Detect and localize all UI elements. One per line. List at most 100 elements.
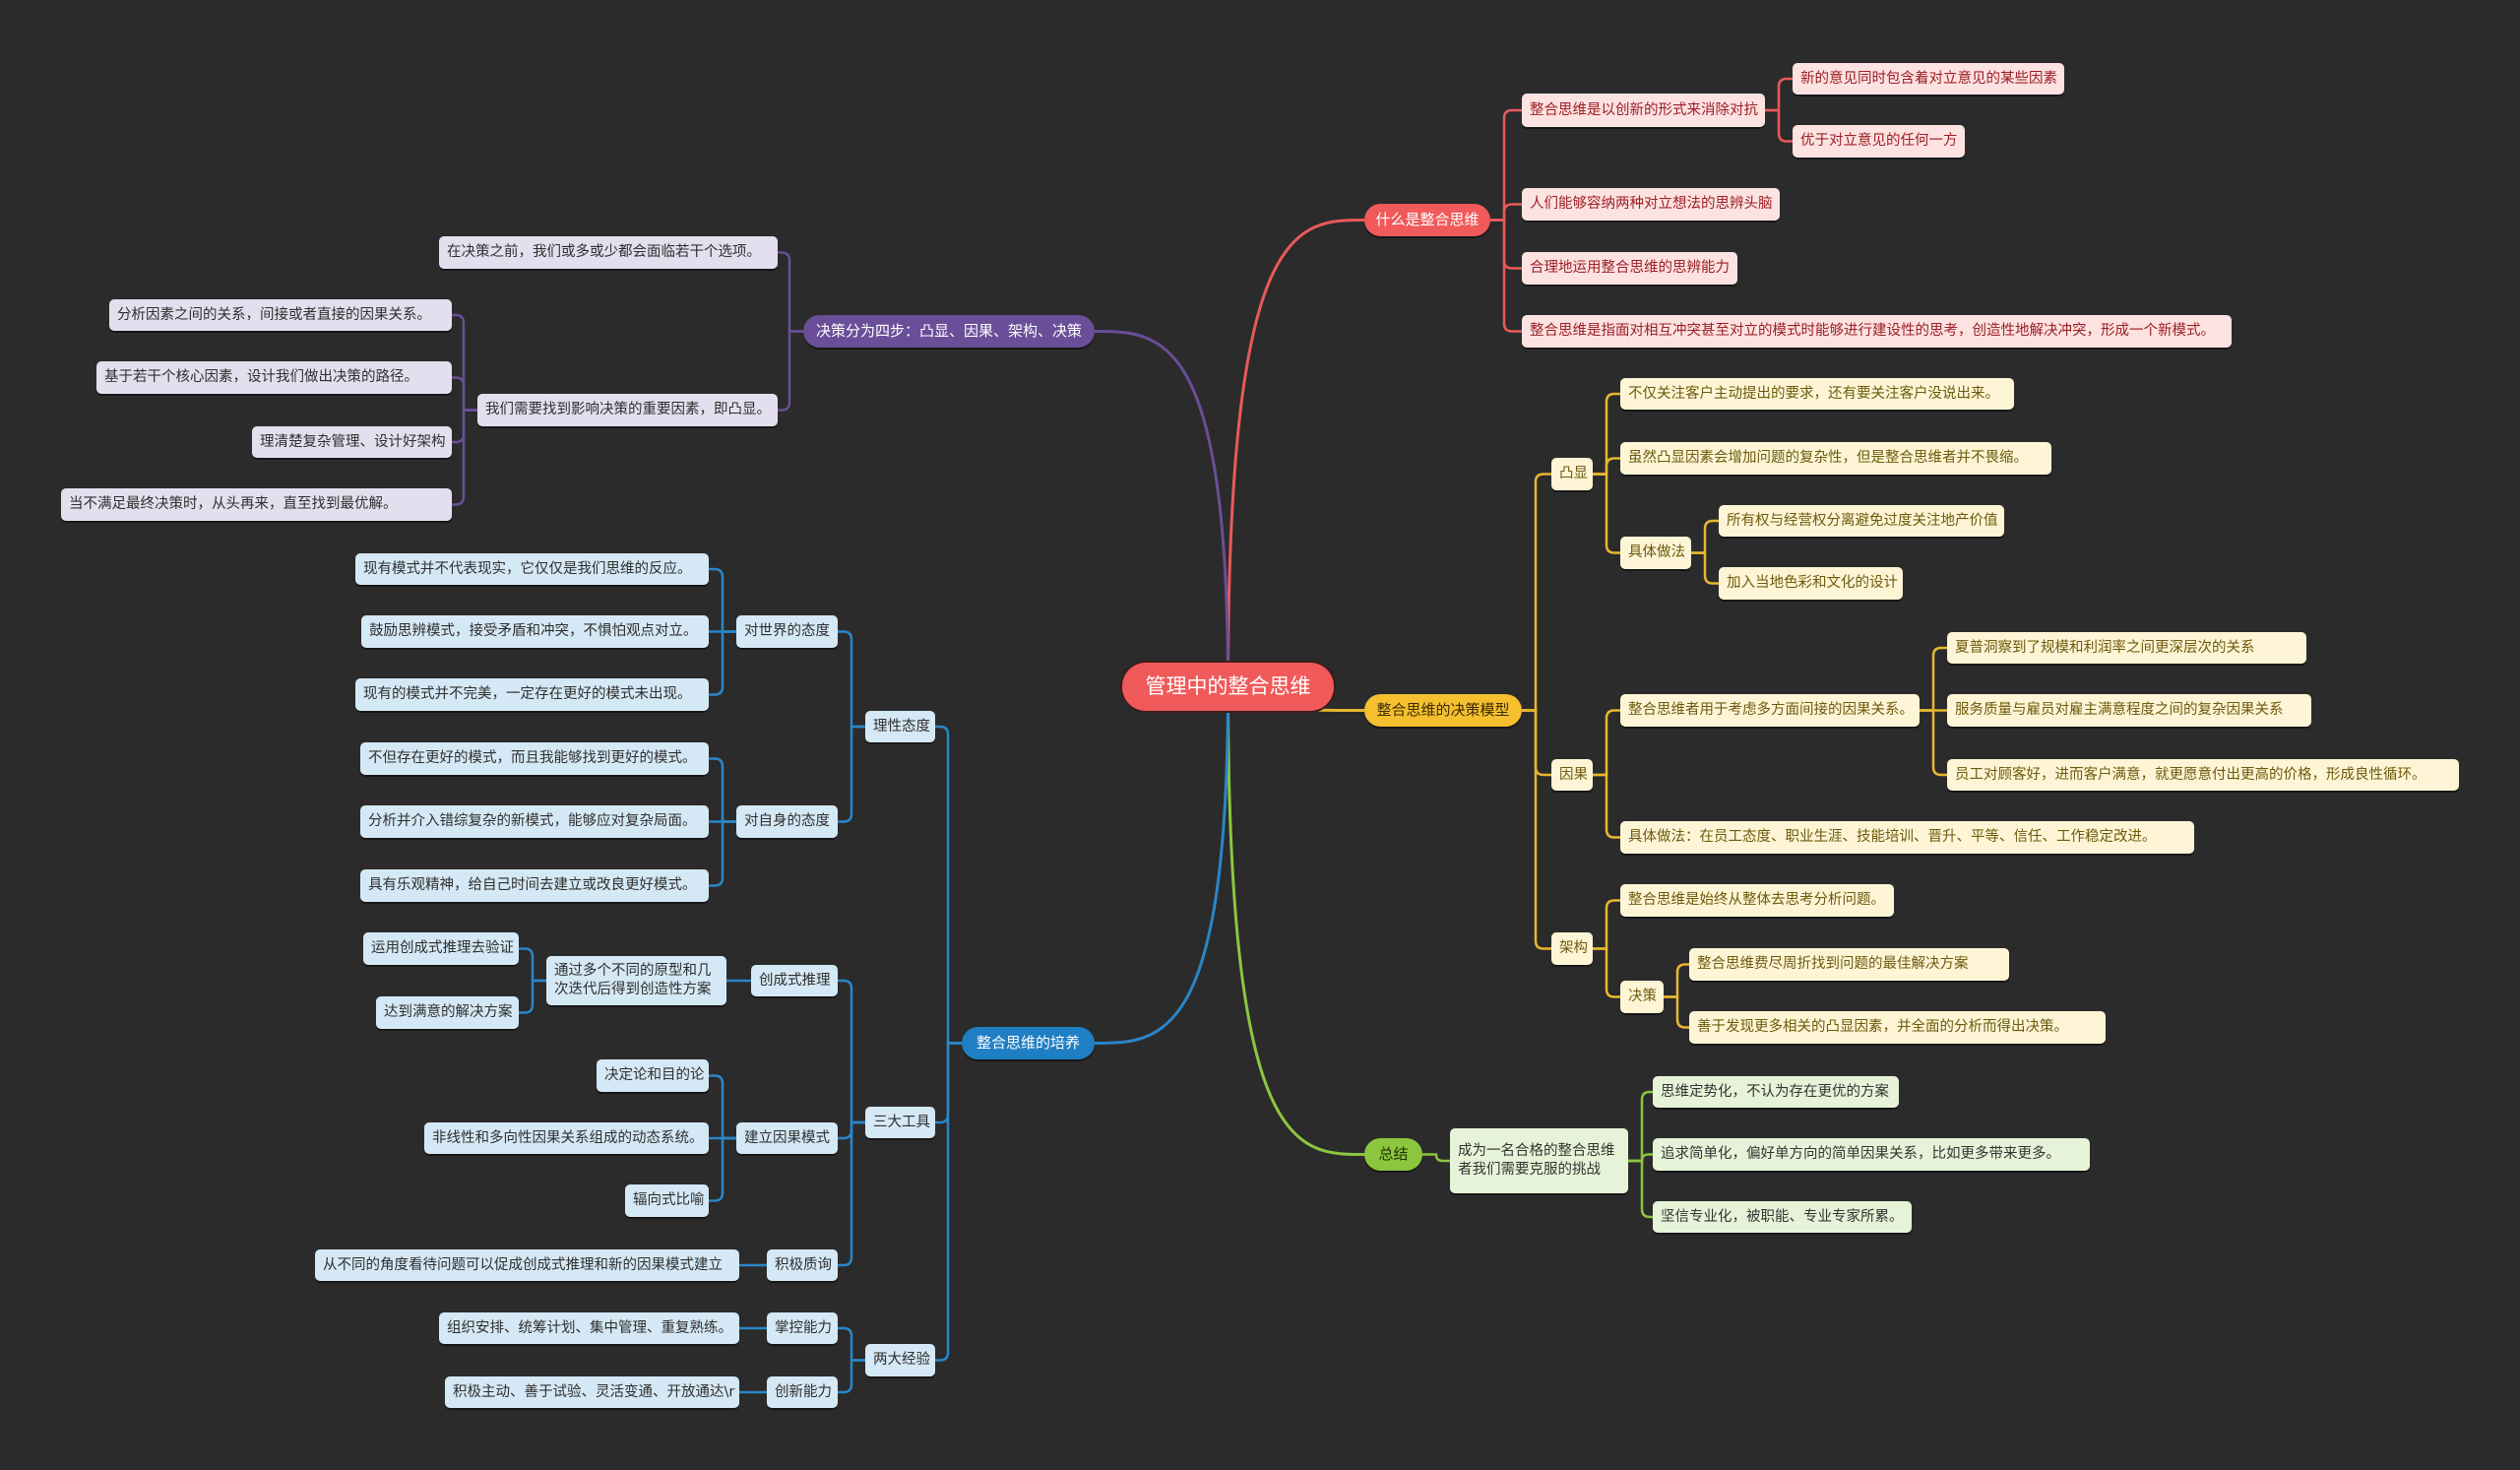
connector-b2c (838, 1120, 865, 1267)
subtopic-y2[interactable]: 因果 (1551, 759, 1593, 791)
subtopic-r1b[interactable]: 优于对立意见的任何一方 (1793, 125, 1965, 158)
connector-r1 (1490, 108, 1522, 222)
connector-p2b (452, 376, 477, 412)
subtopic-b1a1[interactable]: 现有模式并不代表现实，它仅仅是我们思维的反应。 (355, 553, 709, 585)
subtopic-y1c1[interactable]: 所有权与经营权分离避免过度关注地产价值 (1719, 505, 2004, 537)
connector-b1a1 (709, 567, 736, 633)
connector-r1a (1765, 77, 1793, 112)
subtopic-y1b[interactable]: 虽然凸显因素会增加问题的复杂性，但是整合思维者并不畏缩。 (1620, 442, 2051, 475)
subtopic-r1a[interactable]: 新的意见同时包含着对立意见的某些因素 (1793, 63, 2064, 95)
subtopic-y2a[interactable]: 整合思维者用于考虑多方面间接的因果关系。 (1620, 694, 1920, 727)
connector-b2a1a (519, 947, 546, 983)
connector-g1c (1628, 1159, 1653, 1219)
connector-g1a (1628, 1090, 1653, 1163)
connector-y3a (1593, 899, 1620, 950)
connector-g (1227, 686, 1365, 1156)
connector-r (1227, 219, 1365, 687)
subtopic-g1b[interactable]: 追求简单化，偏好单方向的简单因果关系，比如更多带来更多。 (1653, 1138, 2090, 1171)
subtopic-p2c[interactable]: 理清楚复杂管理、设计好架构 (252, 426, 452, 458)
connector-b2a1b (519, 979, 546, 1014)
subtopic-b2b[interactable]: 建立因果模式 (736, 1122, 838, 1154)
connector-y2b (1593, 773, 1620, 839)
connector-g1 (1422, 1153, 1450, 1163)
connector-r2 (1490, 203, 1522, 222)
subtopic-b3b1[interactable]: 积极主动、善于试验、灵活变通、开放通达\r (445, 1376, 739, 1408)
connector-y1c (1593, 473, 1620, 554)
subtopic-b2a1[interactable]: 通过多个不同的原型和几次迭代后得到创造性方案 (546, 956, 726, 1005)
connector-y3b1 (1664, 963, 1689, 998)
connector-b (1094, 686, 1229, 1045)
connector-y3b2 (1664, 995, 1689, 1029)
subtopic-b1a2[interactable]: 鼓励思辨模式，接受矛盾和冲突，不惧怕观点对立。 (361, 615, 709, 648)
connector-b1a (838, 630, 865, 729)
connector-b1b3 (709, 820, 736, 887)
connector-y1 (1522, 473, 1551, 712)
subtopic-b3a1[interactable]: 组织安排、统筹计划、集中管理、重复熟练。 (439, 1312, 739, 1344)
subtopic-y2a2[interactable]: 服务质量与雇员对雇主满意程度之间的复杂因果关系 (1947, 694, 2311, 727)
subtopic-y2a1[interactable]: 夏普洞察到了规模和利润率之间更深层次的关系 (1947, 632, 2306, 664)
subtopic-p1[interactable]: 在决策之前，我们或多或少都会面临若干个选项。 (439, 236, 778, 269)
subtopic-b1[interactable]: 理性态度 (865, 711, 935, 742)
subtopic-y3[interactable]: 架构 (1551, 932, 1593, 965)
subtopic-b2b2[interactable]: 非线性和多向性因果关系组成的动态系统。 (424, 1122, 709, 1154)
subtopic-b2a1b[interactable]: 达到满意的解决方案 (376, 996, 519, 1029)
subtopic-g1c[interactable]: 坚信专业化，被职能、专业专家所累。 (1653, 1201, 1912, 1233)
connector-b3b (838, 1359, 865, 1394)
subtopic-y3b2[interactable]: 善于发现更多相关的凸显因素，并全面的分析而得出决策。 (1689, 1011, 2106, 1044)
subtopic-y1c2[interactable]: 加入当地色彩和文化的设计 (1719, 567, 1903, 600)
subtopic-b2[interactable]: 三大工具 (865, 1107, 935, 1138)
subtopic-p2b[interactable]: 基于若干个核心因素，设计我们做出决策的路径。 (96, 361, 452, 394)
connector-y1c2 (1691, 551, 1719, 585)
connector-b1a3 (709, 630, 736, 696)
subtopic-b2c[interactable]: 积极质询 (767, 1249, 838, 1281)
connector-b2b1 (709, 1074, 736, 1140)
subtopic-y2b[interactable]: 具体做法：在员工态度、职业生涯、技能培训、晋升、平等、信任、工作稳定改进。 (1620, 821, 2194, 854)
main-topic-g[interactable]: 总结 (1364, 1138, 1422, 1171)
subtopic-b3b[interactable]: 创新能力 (767, 1376, 838, 1408)
subtopic-b3a[interactable]: 掌控能力 (767, 1312, 838, 1344)
subtopic-b1b2[interactable]: 分析并介入错综复杂的新模式，能够应对复杂局面。 (360, 805, 709, 838)
subtopic-y3a[interactable]: 整合思维是始终从整体去思考分析问题。 (1620, 884, 1894, 917)
connector-p2a (452, 313, 477, 412)
subtopic-r2[interactable]: 人们能够容纳两种对立想法的思辨头脑 (1522, 188, 1780, 221)
subtopic-y1[interactable]: 凸显 (1551, 458, 1593, 490)
subtopic-b1b[interactable]: 对自身的态度 (736, 805, 838, 838)
subtopic-b2b1[interactable]: 决定论和目的论 (597, 1059, 709, 1092)
connector-y2a (1593, 709, 1620, 777)
subtopic-b1a3[interactable]: 现有的模式并不完美，一定存在更好的模式未出现。 (355, 678, 709, 711)
subtopic-b2a[interactable]: 创成式推理 (751, 965, 838, 996)
main-topic-b[interactable]: 整合思维的培养 (962, 1027, 1095, 1059)
connector-b1b (838, 725, 865, 823)
main-topic-y[interactable]: 整合思维的决策模型 (1364, 694, 1522, 727)
central-topic[interactable]: 管理中的整合思维 (1122, 663, 1334, 711)
subtopic-b3[interactable]: 两大经验 (865, 1344, 935, 1376)
connector-y1c1 (1691, 519, 1719, 554)
connector-y2a1 (1920, 646, 1947, 712)
subtopic-b1a[interactable]: 对世界的态度 (736, 615, 838, 648)
subtopic-b2a1a[interactable]: 运用创成式推理去验证 (363, 932, 519, 965)
subtopic-r3[interactable]: 合理地运用整合思维的思辨能力 (1522, 252, 1737, 285)
connector-b2b3 (709, 1136, 736, 1202)
subtopic-b2c1[interactable]: 从不同的角度看待问题可以促成创成式推理和新的因果模式建立 (315, 1249, 739, 1281)
subtopic-b1b3[interactable]: 具有乐观精神，给自己时间去建立或改良更好模式。 (360, 869, 709, 902)
subtopic-r1[interactable]: 整合思维是以创新的形式来消除对抗 (1522, 94, 1765, 127)
subtopic-p2[interactable]: 我们需要找到影响决策的重要因素，即凸显。 (477, 394, 778, 426)
subtopic-b1b1[interactable]: 不但存在更好的模式，而且我能够找到更好的模式。 (360, 742, 709, 775)
connector-y1a (1593, 392, 1620, 476)
subtopic-b2b3[interactable]: 辐向式比喻 (625, 1184, 709, 1217)
subtopic-g1[interactable]: 成为一名合格的整合思维者我们需要克服的挑战 (1450, 1128, 1628, 1193)
connector-b1b1 (709, 757, 736, 823)
subtopic-y3b1[interactable]: 整合思维费尽周折找到问题的最佳解决方案 (1689, 948, 2009, 981)
main-topic-p[interactable]: 决策分为四步：凸显、因果、架构、决策 (803, 315, 1095, 348)
subtopic-y1c[interactable]: 具体做法 (1620, 537, 1691, 569)
subtopic-g1a[interactable]: 思维定势化，不认为存在更优的方案 (1653, 1076, 1899, 1108)
subtopic-y3b[interactable]: 决策 (1620, 981, 1664, 1013)
main-topic-r[interactable]: 什么是整合思维 (1364, 204, 1490, 236)
subtopic-y1a[interactable]: 不仅关注客户主动提出的要求，还有要关注客户没说出来。 (1620, 378, 2014, 410)
connector-y1b (1593, 457, 1620, 476)
subtopic-r4[interactable]: 整合思维是指面对相互冲突甚至对立的模式时能够进行建设性的思考，创造性地解决冲突，… (1522, 315, 2232, 348)
subtopic-p2a[interactable]: 分析因素之间的关系，间接或者直接的因果关系。 (109, 299, 452, 331)
subtopic-p2d[interactable]: 当不满足最终决策时，从头再来，直至找到最优解。 (61, 488, 452, 521)
subtopic-y2a3[interactable]: 员工对顾客好，进而客户满意，就更愿意付出更高的价格，形成良性循环。 (1947, 759, 2459, 791)
